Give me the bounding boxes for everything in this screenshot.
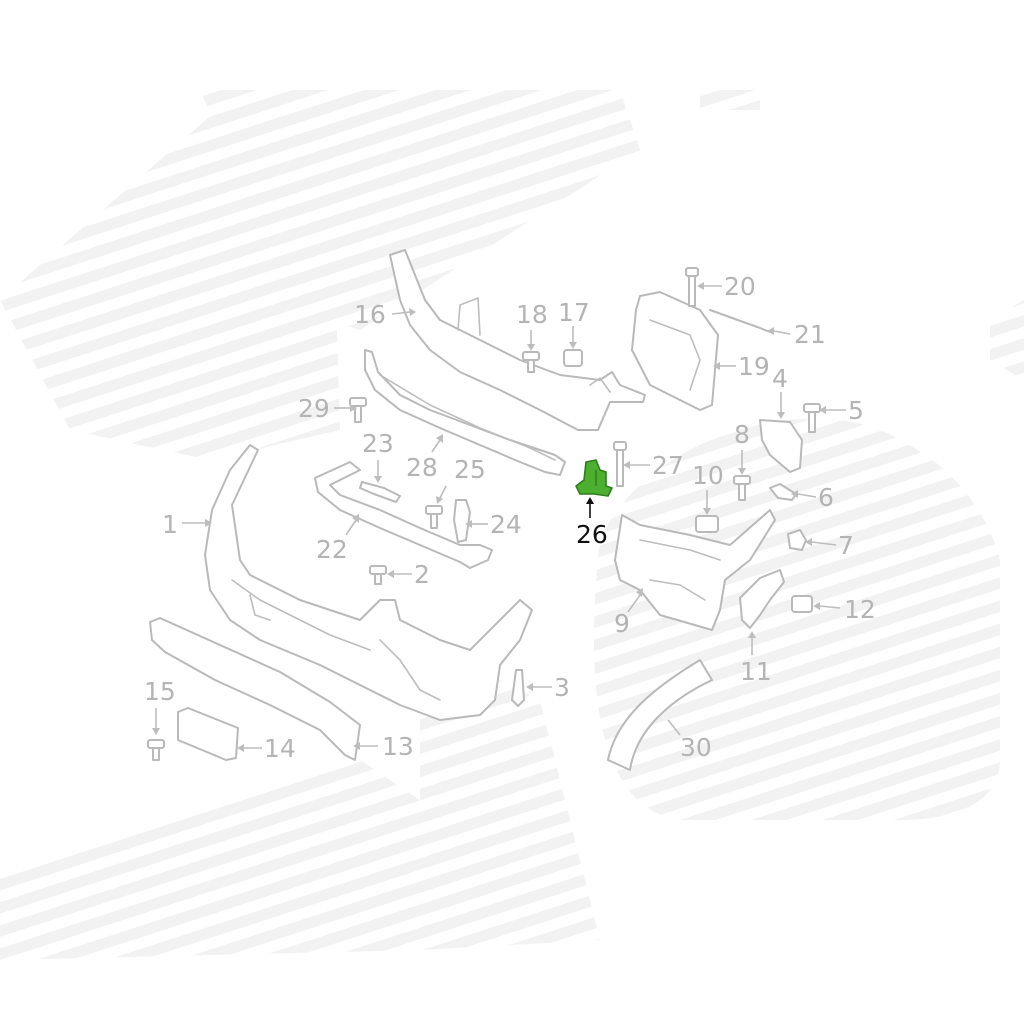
part-18-screw: [522, 351, 540, 373]
callout-12: 12: [844, 595, 876, 624]
callout-3: 3: [554, 673, 570, 702]
callout-8: 8: [734, 420, 750, 449]
part-19-crash-box: [631, 291, 719, 411]
part-22-bar: [314, 461, 493, 569]
callout-1: 1: [162, 510, 178, 539]
callout-30: 30: [680, 733, 712, 762]
callout-27: 27: [652, 451, 684, 480]
part-21-strip: [709, 309, 771, 333]
callout-4: 4: [772, 364, 788, 393]
part-12-nut: [791, 595, 813, 613]
part-2-screw: [369, 565, 387, 585]
part-28-carrier: [364, 349, 566, 476]
callout-28: 28: [406, 453, 438, 482]
part-20-bolt: [685, 267, 699, 307]
callout-26[interactable]: 26: [576, 520, 608, 549]
part-29-clip: [349, 397, 367, 423]
callout-labels: 1 2 3 4 5 6 7 8 9 10 11 12 13 14 15 16 1…: [144, 272, 876, 763]
callout-17: 17: [558, 298, 590, 327]
callout-22: 22: [316, 535, 348, 564]
callout-10: 10: [692, 461, 724, 490]
callout-29: 29: [298, 394, 330, 423]
callout-14: 14: [264, 734, 296, 763]
part-17-nut: [563, 349, 583, 367]
part-26-bracket-highlighted[interactable]: [575, 459, 613, 497]
part-4-bracket: [759, 419, 803, 473]
callout-24: 24: [490, 510, 522, 539]
part-30-trim: [607, 659, 713, 771]
part-8-screw: [733, 475, 751, 501]
part-16-reinforcement: [389, 249, 646, 431]
callout-6: 6: [818, 483, 834, 512]
callout-11: 11: [740, 657, 772, 686]
callout-20: 20: [724, 272, 756, 301]
part-27-bolt: [613, 441, 627, 487]
callout-2: 2: [414, 560, 430, 589]
callout-23: 23: [362, 429, 394, 458]
callout-5: 5: [848, 396, 864, 425]
callout-7: 7: [838, 531, 854, 560]
leaders: [152, 282, 846, 752]
part-5-screw: [803, 403, 821, 433]
callout-25: 25: [454, 455, 486, 484]
part-14-plate-base: [177, 707, 239, 761]
part-10-nut: [695, 515, 719, 533]
callout-19: 19: [738, 352, 770, 381]
part-24-bracket: [453, 499, 471, 543]
part-6-clip: [769, 483, 797, 501]
part-15-screw: [147, 739, 165, 761]
callout-15: 15: [144, 677, 176, 706]
callout-9: 9: [614, 609, 630, 638]
callout-13: 13: [382, 732, 414, 761]
part-25-screw: [425, 505, 443, 529]
callout-16: 16: [354, 300, 386, 329]
part-1-bumper-cover: [204, 444, 533, 721]
part-9-side-bracket: [614, 509, 776, 631]
part-13-lower-strip: [149, 617, 361, 761]
part-23-clip: [359, 481, 401, 503]
part-11-bracket: [739, 569, 785, 629]
callout-21: 21: [794, 320, 826, 349]
callout-18: 18: [516, 300, 548, 329]
part-7-clip: [787, 529, 807, 551]
part-3-clip: [511, 669, 525, 707]
